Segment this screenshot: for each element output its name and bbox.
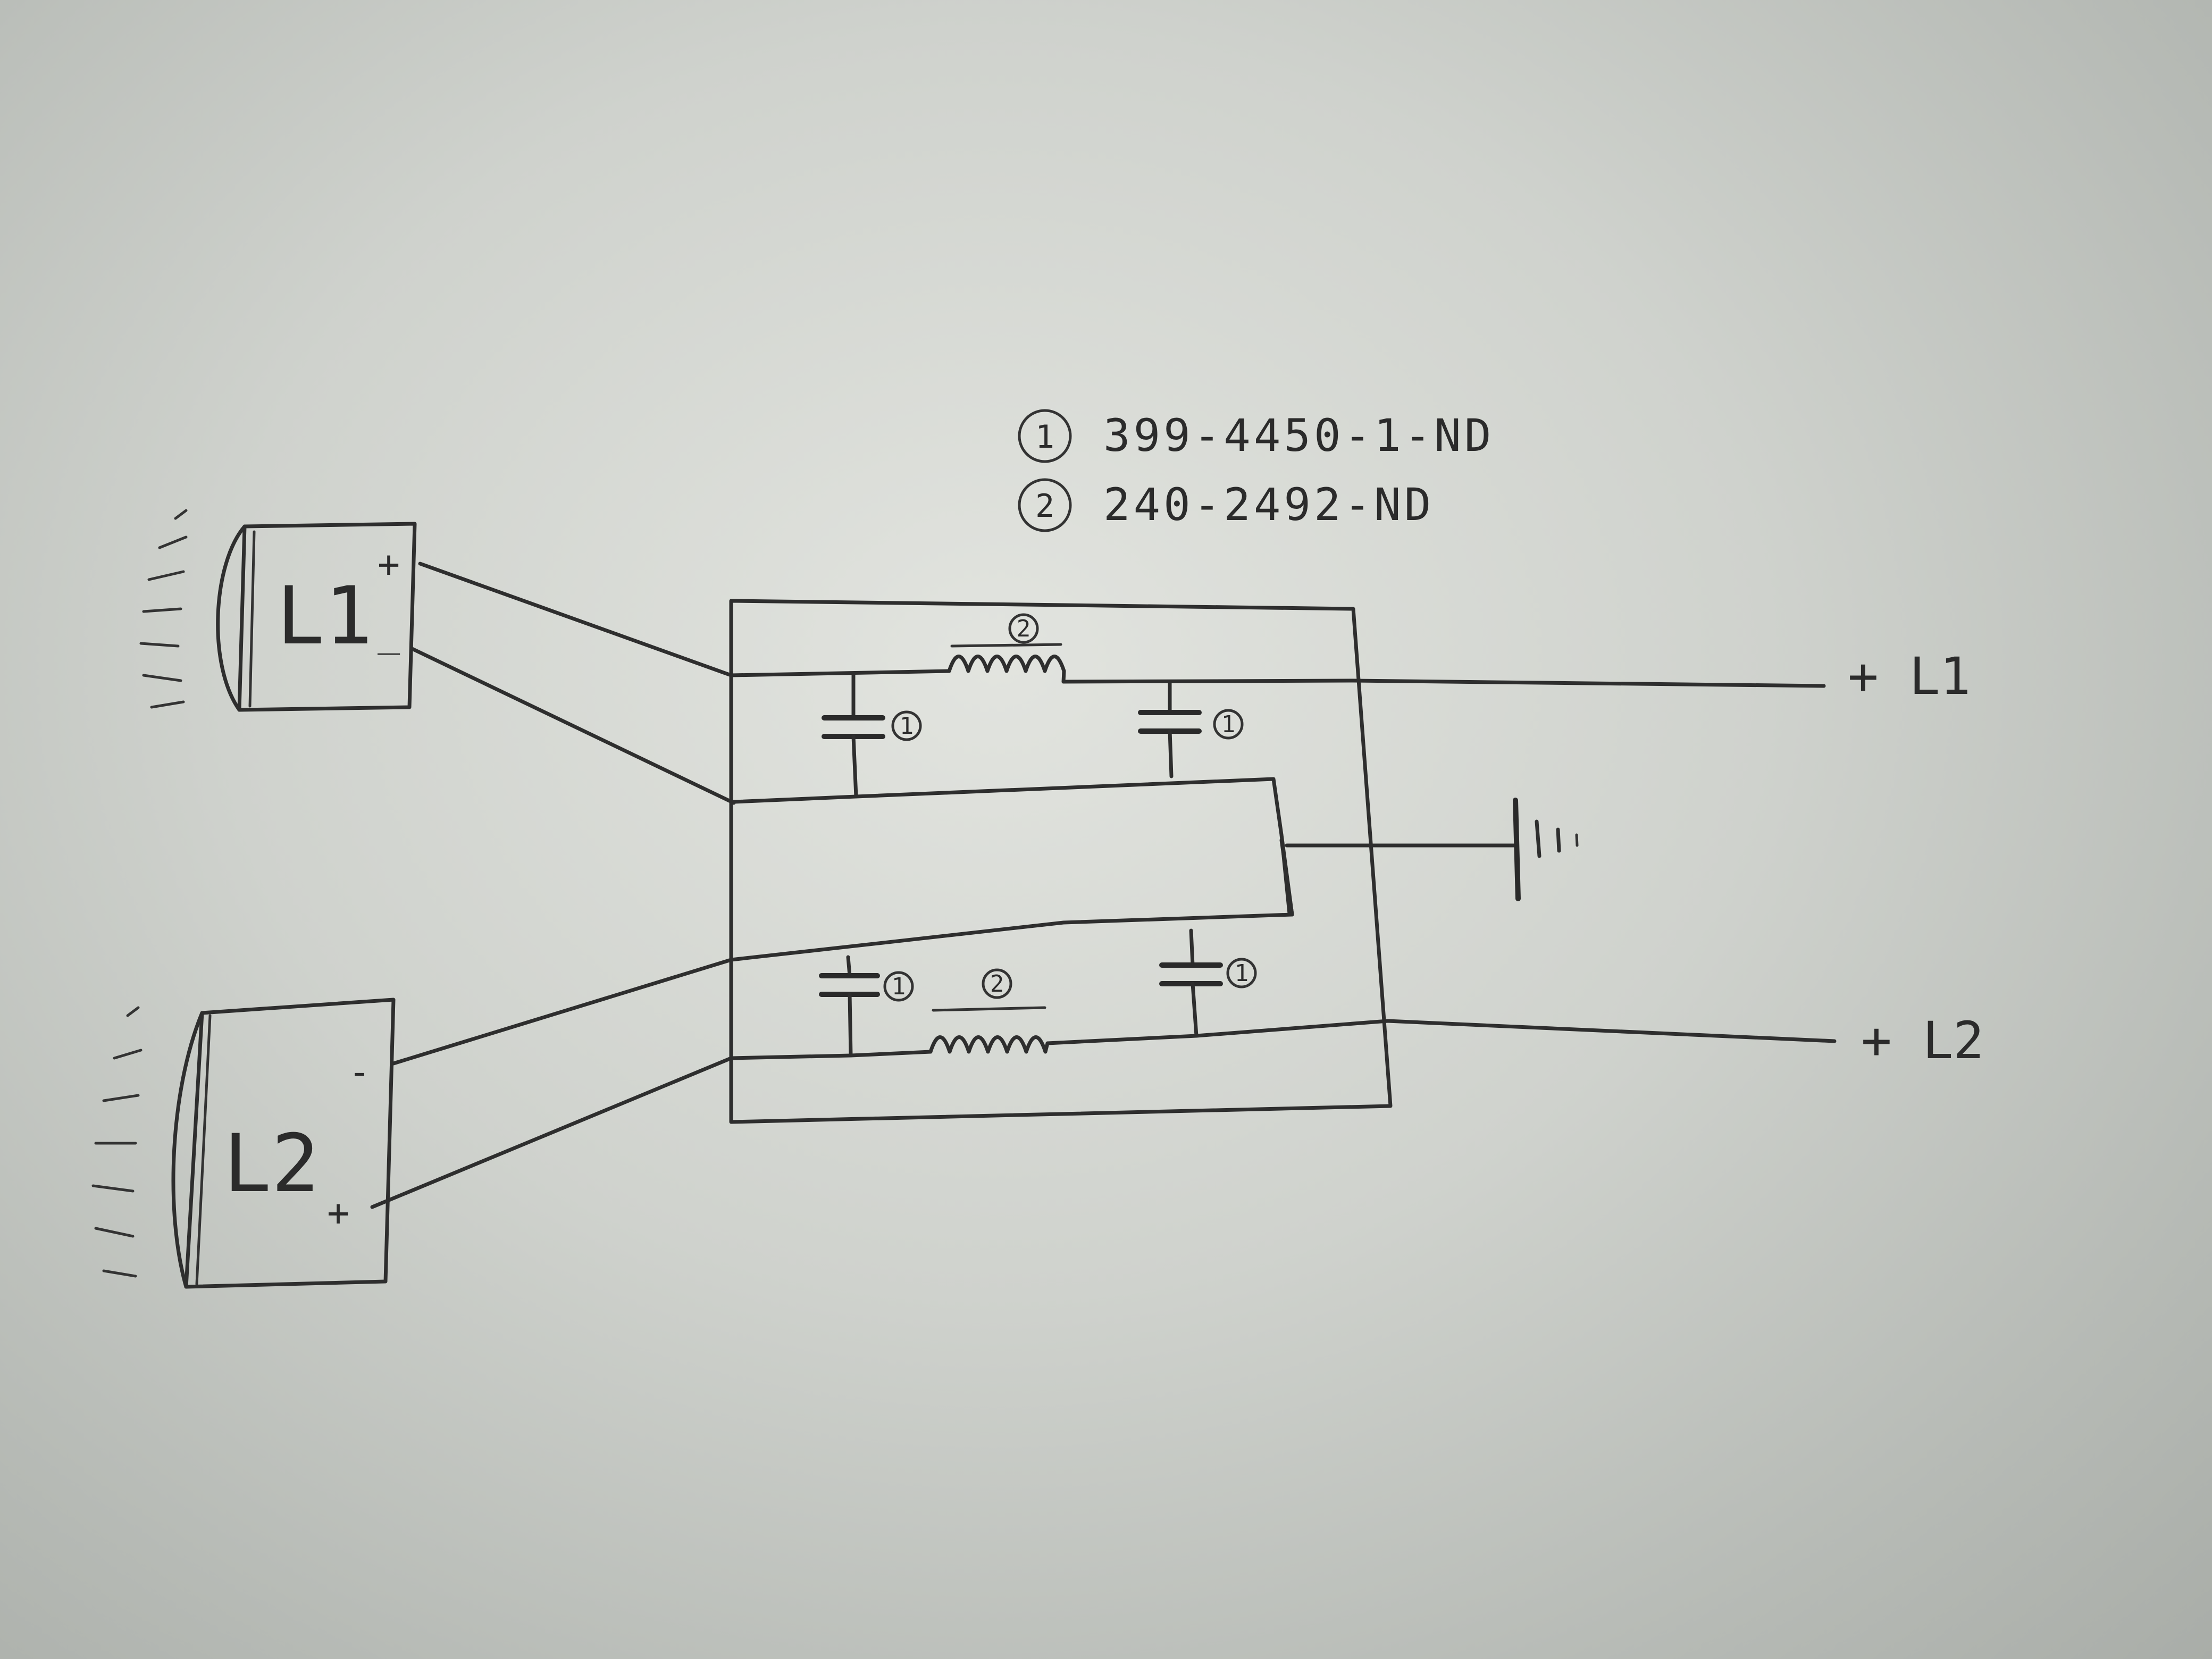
filter-l2-input-line xyxy=(729,1050,933,1060)
lamp-l1-body xyxy=(237,522,417,712)
legend-item-2: 2 240-2492-ND xyxy=(1018,478,1434,532)
inductor-l2-badge xyxy=(982,968,1012,999)
capacitor-l2-right: 1 xyxy=(1159,928,1257,1038)
legend-item-1: 1 399-4450-1-ND xyxy=(1018,409,1494,463)
capacitor-l1-right-badge: 1 xyxy=(1221,711,1236,738)
ground-icon xyxy=(1513,798,1579,901)
lamp-l2-label: L2 xyxy=(223,1118,320,1210)
inductor-l1-core xyxy=(950,643,1062,648)
ground-network xyxy=(1279,798,1579,917)
lamp-l2-body xyxy=(184,998,396,1289)
inductor-l1-badge-text: 2 xyxy=(1017,615,1031,642)
lamp-l2-plus: + xyxy=(327,1191,349,1235)
output-label-l1: + L1 xyxy=(1848,647,1971,706)
filter-l1-output-line xyxy=(1061,678,1826,688)
capacitor-l2-right-badge: 1 xyxy=(1235,960,1249,987)
wire-l1-plus xyxy=(418,562,733,677)
inductor-l1-badge xyxy=(1008,613,1039,644)
capacitor-l2-left: 1 xyxy=(819,955,914,1058)
filter-l2-output-line xyxy=(1045,1019,1837,1045)
inductor-l1: 2 xyxy=(947,613,1066,684)
lamp-l1: L1 + _ xyxy=(139,509,417,712)
legend-badge-1 xyxy=(1018,409,1072,463)
filter-l1-return-line xyxy=(732,777,1284,837)
input-wires xyxy=(370,562,736,1209)
lamp-l1-minus: _ xyxy=(378,611,400,655)
wire-l2-plus xyxy=(370,1056,733,1209)
legend-part-2: 240-2492-ND xyxy=(1103,479,1434,531)
inductor-l2-badge-text: 2 xyxy=(990,970,1004,998)
parts-legend: 1 399-4450-1-ND 2 240-2492-ND xyxy=(1018,409,1494,532)
capacitor-l2-left-badge: 1 xyxy=(892,973,906,1000)
wire-l2-minus xyxy=(391,958,733,1066)
capacitor-l1-left-badge: 1 xyxy=(900,713,914,740)
inductor-l2-coil xyxy=(928,1035,1050,1054)
capacitor-l1-right: 1 xyxy=(1138,680,1244,778)
filter-enclosure xyxy=(729,599,1393,1124)
legend-badge-2 xyxy=(1018,478,1072,532)
inductor-l2-core xyxy=(932,1006,1046,1012)
legend-number-1: 1 xyxy=(1035,418,1054,456)
filter-l2: 2 1 1 xyxy=(729,912,1837,1060)
legend-number-2: 2 xyxy=(1035,488,1054,525)
lamp-l1-plus: + xyxy=(378,542,400,586)
lamp-l2-light-rays xyxy=(91,1006,143,1278)
filter-l1: 2 1 1 xyxy=(729,613,1826,837)
inductor-l1-coil xyxy=(947,655,1066,684)
filter-l2-return-line xyxy=(729,912,1294,962)
wire-l1-minus xyxy=(410,647,736,805)
lamp-l2-lens xyxy=(171,1011,204,1289)
output-label-l2: + L2 xyxy=(1861,1011,1984,1070)
filter-l1-input-line xyxy=(729,669,951,677)
inductor-l2: 2 xyxy=(928,968,1050,1054)
legend-part-1: 399-4450-1-ND xyxy=(1103,409,1494,462)
capacitor-l1-left: 1 xyxy=(822,671,922,799)
lamp-l2: L2 - + xyxy=(91,998,396,1289)
lamp-l1-light-rays xyxy=(139,509,188,709)
lamp-l1-label: L1 xyxy=(276,570,373,663)
lamp-l2-minus: - xyxy=(348,1050,371,1094)
lamp-l1-lens xyxy=(216,524,247,712)
